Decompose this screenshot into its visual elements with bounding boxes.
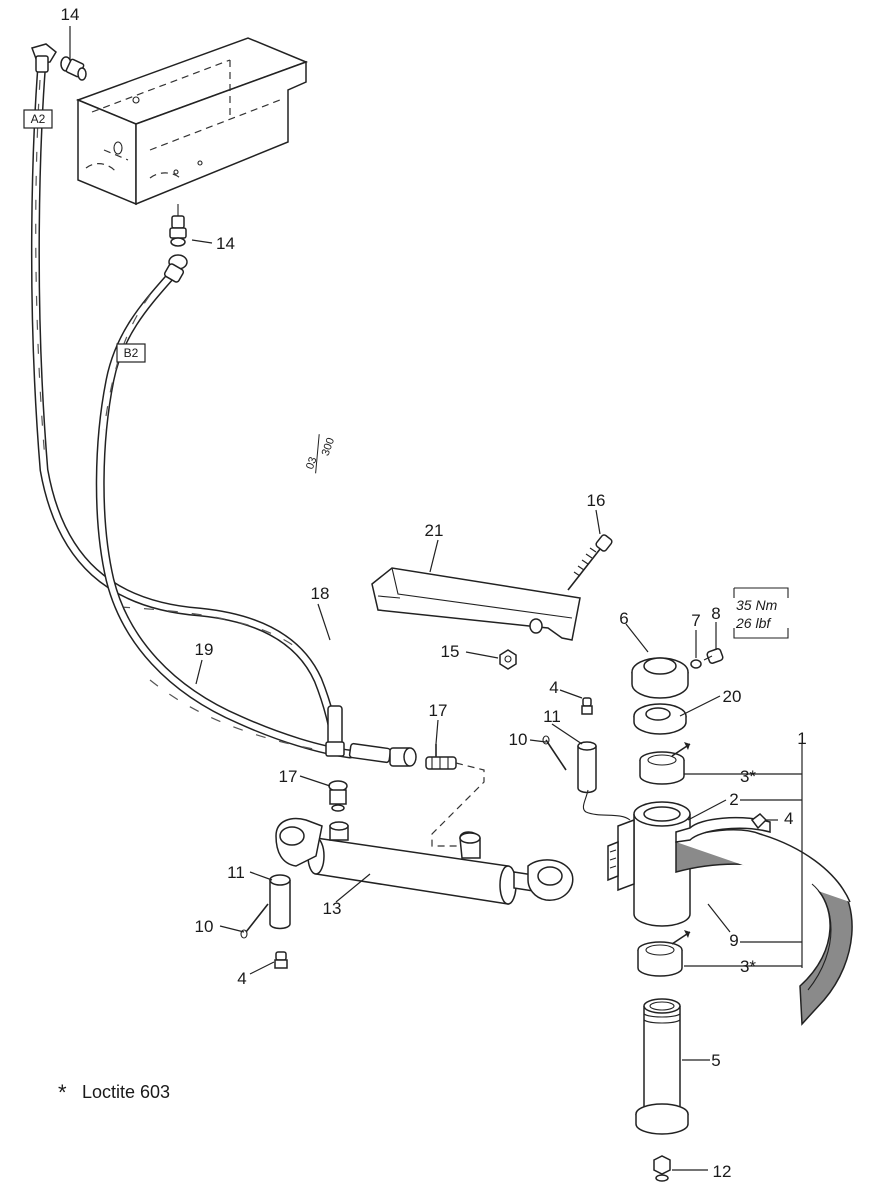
legend-loctite: * Loctite 603 [58,1080,170,1105]
hose-fitting-b2-upper [163,254,188,283]
leader-lines [69,26,803,1171]
label-10-upper: 10 [509,730,528,749]
grease-nipple-4-lower [274,951,288,969]
label-7: 7 [691,611,700,630]
hose-tag-a2-label: A2 [31,112,46,126]
label-11-lower: 11 [227,863,245,882]
bushing-3-upper [639,742,691,785]
valve-block [75,37,309,206]
label-13: 13 [323,899,342,918]
label-15: 15 [441,642,460,661]
torque-spec-box: 35 Nm 26 lbf [733,587,789,639]
label-10-lower: 10 [195,917,214,936]
label-11-upper: 11 [543,707,561,726]
hose-fitting-a2-lower [325,705,345,757]
label-8: 8 [711,604,720,623]
hose-fitting-top-elbow [31,43,57,73]
grease-nipple-4-upper [581,697,593,715]
label-9: 9 [729,931,738,950]
label-4-upper: 4 [549,678,558,697]
hydraulic-line-dashed [431,762,485,847]
hose-tag-b2-label: B2 [124,346,139,360]
label-12: 12 [713,1162,732,1181]
label-4-right: 4 [784,809,793,828]
label-3-lower: 3* [740,957,756,976]
hose-fitting-b2-lower [348,742,417,767]
label-4-lower: 4 [237,969,246,988]
cover-21 [371,567,581,641]
legend-text: Loctite 603 [82,1082,170,1102]
bushing-3-lower [637,930,691,977]
label-17-right: 17 [429,701,448,720]
fitting-17-right [425,744,457,770]
hose-tag-b2: B2 [116,343,146,363]
fitting-17-left [328,780,348,812]
pin-5 [635,998,689,1135]
fitting-14-lower [169,204,187,247]
part-numbers: 14 14 21 16 18 19 15 6 7 8 20 4 11 10 17… [61,5,807,1181]
torque-nm: 35 Nm [736,597,778,613]
label-3-upper: 3* [740,767,756,786]
legend-star: * [58,1080,67,1105]
label-1: 1 [797,729,806,748]
washer-6 [631,657,689,699]
label-6: 6 [619,609,628,628]
grease-line [582,789,631,821]
fitting-14-upper [60,56,87,81]
washer-7 [690,659,702,669]
label-16: 16 [587,491,606,510]
grease-nipple-12 [653,1155,671,1182]
hose-tag-a2: A2 [23,109,53,129]
label-17-left: 17 [279,767,298,786]
label-14-top: 14 [61,5,80,24]
bolt-8 [703,648,724,664]
torque-lbf: 26 lbf [735,615,772,631]
label-19: 19 [195,640,214,659]
bolt-16 [567,534,613,591]
sleeve-11-upper [577,741,597,794]
drawing-reference: 03 300 [304,434,338,474]
label-2: 2 [729,790,738,809]
cylinder-13 [275,817,574,905]
sleeve-11-lower [269,874,291,930]
label-18: 18 [311,584,330,603]
label-5: 5 [711,1051,720,1070]
plate-20 [633,703,687,735]
pin-10-upper [542,735,567,771]
nut-15 [499,649,517,670]
drawing-ref-bottom: 300 [320,436,338,457]
label-20: 20 [723,687,742,706]
pin-10-lower [240,903,269,939]
label-21: 21 [425,521,444,540]
label-14-lower: 14 [216,234,235,253]
hose-b2 [95,265,355,759]
shield-9 [675,817,853,1026]
